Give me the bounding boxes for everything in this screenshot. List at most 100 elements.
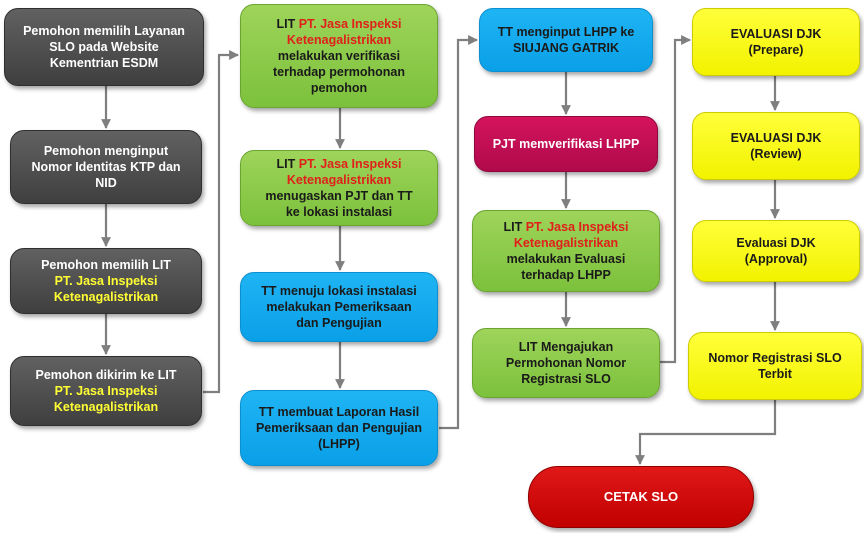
step-tt-inspection-testing: TT menuju lokasi instalasi melakukan Peme… [240,272,438,342]
node-text-line: terhadap permohonan [273,64,405,80]
node-text-line: LIT PT. Jasa Inspeksi [276,156,401,172]
node-text-line: melakukan Evaluasi [507,251,626,267]
node-text: Nomor Identitas KTP dan [31,160,181,174]
node-text: pemohon [310,81,368,95]
node-text-line: ke lokasi instalasi [286,204,392,220]
node-text-line: LIT PT. Jasa Inspeksi [503,219,628,235]
node-text: melakukan Pemeriksaan [266,300,412,314]
arrow-n12-n13 [660,35,691,364]
node-text: Pemeriksaan dan Pengujian [255,421,423,435]
node-text: PJT memverifikasi LHPP [492,137,640,151]
node-text-line: TT menuju lokasi instalasi [261,283,417,299]
node-text-line: PT. Jasa Inspeksi [55,273,158,289]
node-text: Kementrian ESDM [49,56,159,70]
node-text-line: Ketenagalistrikan [287,172,391,188]
node-text: TT membuat Laporan Hasil [258,405,420,419]
node-text: Pemohon dikirim ke LIT [35,368,177,382]
node-text-line: (Review) [750,146,801,162]
node-text: LIT Mengajukan [518,340,614,354]
node-text-line: dan Pengujian [296,315,381,331]
node-text: dan Pengujian [296,316,382,330]
node-text: Pemohon menginput [43,144,169,158]
highlighted-text: PT. Jasa Inspeksi [298,17,402,31]
node-text-line: EVALUASI DJK [731,26,822,42]
node-text-line: SIUJANG GATRIK [513,40,619,56]
node-text-line: Pemohon memilih LIT [41,257,171,273]
node-text-line: Ketenagalistrikan [54,399,158,415]
node-text: SLO pada Website [49,40,159,54]
arrow-n8-n9 [439,35,478,430]
step-djk-evaluation-prepare: EVALUASI DJK (Prepare) [692,8,860,76]
node-text-line: pemohon [311,80,367,96]
node-text: ke lokasi instalasi [285,205,393,219]
node-text-line: SLO pada Website [49,39,159,55]
node-text-line: Kementrian ESDM [50,55,158,71]
node-text-line: Pemohon menginput [44,143,168,159]
node-text-line: PT. Jasa Inspeksi [55,383,158,399]
node-text-line: Permohonan Nomor [506,355,626,371]
node-text: CETAK SLO [603,489,679,504]
node-text-line: Ketenagalistrikan [514,235,618,251]
step-djk-evaluation-approval: Evaluasi DJK (Approval) [692,220,860,282]
node-text-line: PJT memverifikasi LHPP [493,136,640,152]
node-text-line: EVALUASI DJK [731,130,822,146]
node-text-line: Pemohon memilih Layanan [23,23,185,39]
step-tt-input-lhpp: TT menginput LHPP ke SIUJANG GATRIK [479,8,653,72]
node-text: (Review) [750,147,802,161]
step-pjt-verify-lhpp: PJT memverifikasi LHPP [474,116,658,172]
highlighted-text: Ketenagalistrikan [53,290,159,304]
node-text: NID [95,176,117,190]
node-text: Evaluasi DJK [736,236,816,250]
highlighted-text: PT. Jasa Inspeksi [54,384,158,398]
node-text: SIUJANG GATRIK [512,41,620,55]
node-text: EVALUASI DJK [730,131,822,145]
arrow-n16-n17 [635,400,777,465]
node-text: LIT [276,157,299,171]
node-text-line: Pemeriksaan dan Pengujian [256,420,422,436]
node-text-line: terhadap LHPP [521,267,611,283]
node-text: TT menuju lokasi instalasi [261,284,417,298]
node-text-line: TT menginput LHPP ke [498,24,635,40]
node-text: menugaskan PJT dan TT [265,189,413,203]
highlighted-text: PT. Jasa Inspeksi [525,220,629,234]
node-text: TT menginput LHPP ke [497,25,635,39]
node-text-line: LIT Mengajukan [519,339,613,355]
node-text: (Approval) [744,252,808,266]
node-text-line: (Approval) [745,251,808,267]
node-text-line: melakukan Pemeriksaan [266,299,411,315]
node-text: (Prepare) [748,43,804,57]
node-text-line: LIT PT. Jasa Inspeksi [276,16,401,32]
node-text: LIT [276,17,299,31]
node-text: EVALUASI DJK [730,27,822,41]
highlighted-text: Ketenagalistrikan [286,33,392,47]
node-text: Pemohon memilih Layanan [23,24,185,38]
highlighted-text: Ketenagalistrikan [53,400,159,414]
node-text: Pemohon memilih LIT [41,258,171,272]
node-text: Registrasi SLO [521,372,611,386]
node-text: Nomor Registrasi SLO [708,351,842,365]
node-text: melakukan Evaluasi [506,252,626,266]
highlighted-text: Ketenagalistrikan [286,173,392,187]
highlighted-text: PT. Jasa Inspeksi [298,157,402,171]
node-text: LIT [503,220,526,234]
node-text-line: NID [95,175,117,191]
node-text-line: melakukan verifikasi [278,48,400,64]
node-text: Permohonan Nomor [505,356,627,370]
node-text-line: Ketenagalistrikan [54,289,158,305]
node-text: (LHPP) [318,437,360,451]
node-text-line: Terbit [758,366,792,382]
node-text: melakukan verifikasi [277,49,401,63]
highlighted-text: PT. Jasa Inspeksi [54,274,158,288]
step-print-slo: CETAK SLO [528,466,754,528]
node-text: terhadap LHPP [521,268,611,282]
node-text-line: Nomor Registrasi SLO [708,350,841,366]
